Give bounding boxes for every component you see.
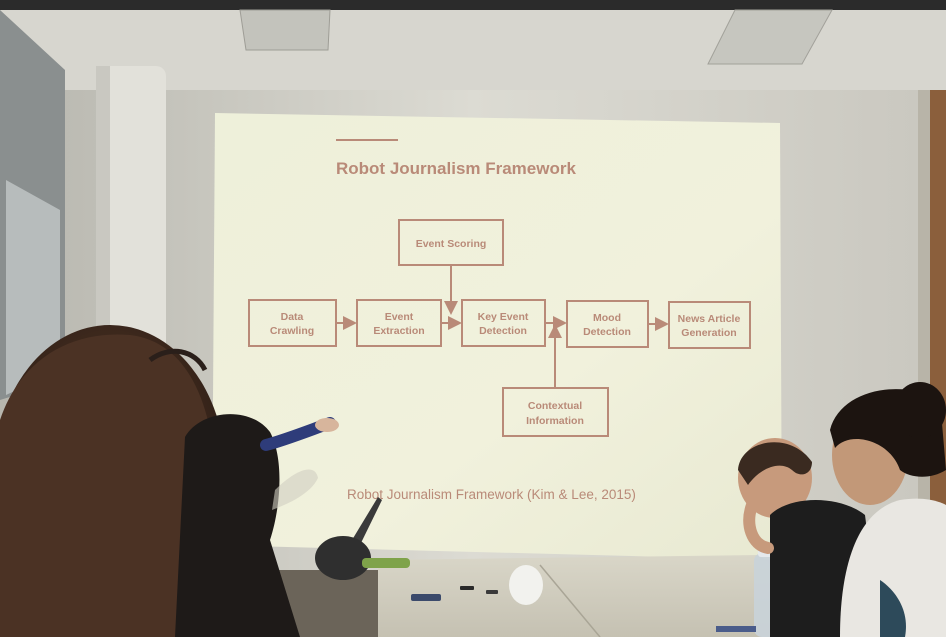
- left-window-pane: [6, 180, 60, 395]
- phone: [411, 594, 441, 601]
- shirt-print: [880, 580, 906, 637]
- hand-shadow: [272, 469, 318, 510]
- pen-blue: [716, 626, 756, 632]
- sunglasses: [148, 348, 208, 372]
- box-label-line1: Event: [385, 311, 414, 323]
- box-label-line1: Data: [281, 311, 304, 323]
- ceiling-light-left: [239, 9, 331, 51]
- person-pointing: [175, 414, 300, 637]
- box-mood-detection: Mood Detection: [566, 300, 649, 348]
- box-label-line2: Detection: [583, 326, 631, 338]
- box-label-line2: Generation: [681, 327, 736, 339]
- table-seam: [539, 564, 601, 637]
- box-label-line1: Key Event: [478, 311, 529, 323]
- box-label: Event Scoring: [416, 238, 487, 250]
- projected-slide: [212, 113, 782, 560]
- hair-bun: [894, 382, 946, 438]
- slide-title: Robot Journalism Framework: [336, 159, 576, 178]
- slide-caption: Robot Journalism Framework (Kim & Lee, 2…: [347, 487, 636, 502]
- box-news-article-generation: News Article Generation: [668, 301, 751, 349]
- person-man-hair: [738, 442, 812, 485]
- marker: [486, 590, 498, 594]
- box-event-extraction: Event Extraction: [356, 299, 442, 347]
- box-label-line2: Crawling: [270, 325, 314, 337]
- box-label-line1: Contextual: [528, 400, 582, 412]
- box-label-line1: News Article: [678, 313, 741, 325]
- green-bag: [362, 558, 410, 568]
- pen: [460, 586, 474, 590]
- box-label-line2: Information: [526, 415, 584, 427]
- box-label-line1: Mood: [593, 312, 621, 324]
- diagram-arrows: [336, 265, 669, 388]
- box-label-line2: Extraction: [373, 325, 424, 337]
- pointing-hand: [315, 418, 339, 432]
- pillar: [96, 66, 166, 366]
- box-key-event-detection: Key Event Detection: [461, 299, 546, 347]
- pillar-shade: [96, 66, 110, 366]
- mug: [509, 565, 543, 605]
- ceiling-light-right: [707, 9, 833, 65]
- person-man-hand: [743, 499, 774, 554]
- meeting-table: [378, 555, 846, 637]
- box-label-line2: Detection: [479, 325, 527, 337]
- person-woman-body: [840, 498, 946, 637]
- person-left-hair: [0, 334, 230, 637]
- backpack: [315, 536, 371, 580]
- laptop: [352, 497, 382, 545]
- top-border: [0, 0, 946, 10]
